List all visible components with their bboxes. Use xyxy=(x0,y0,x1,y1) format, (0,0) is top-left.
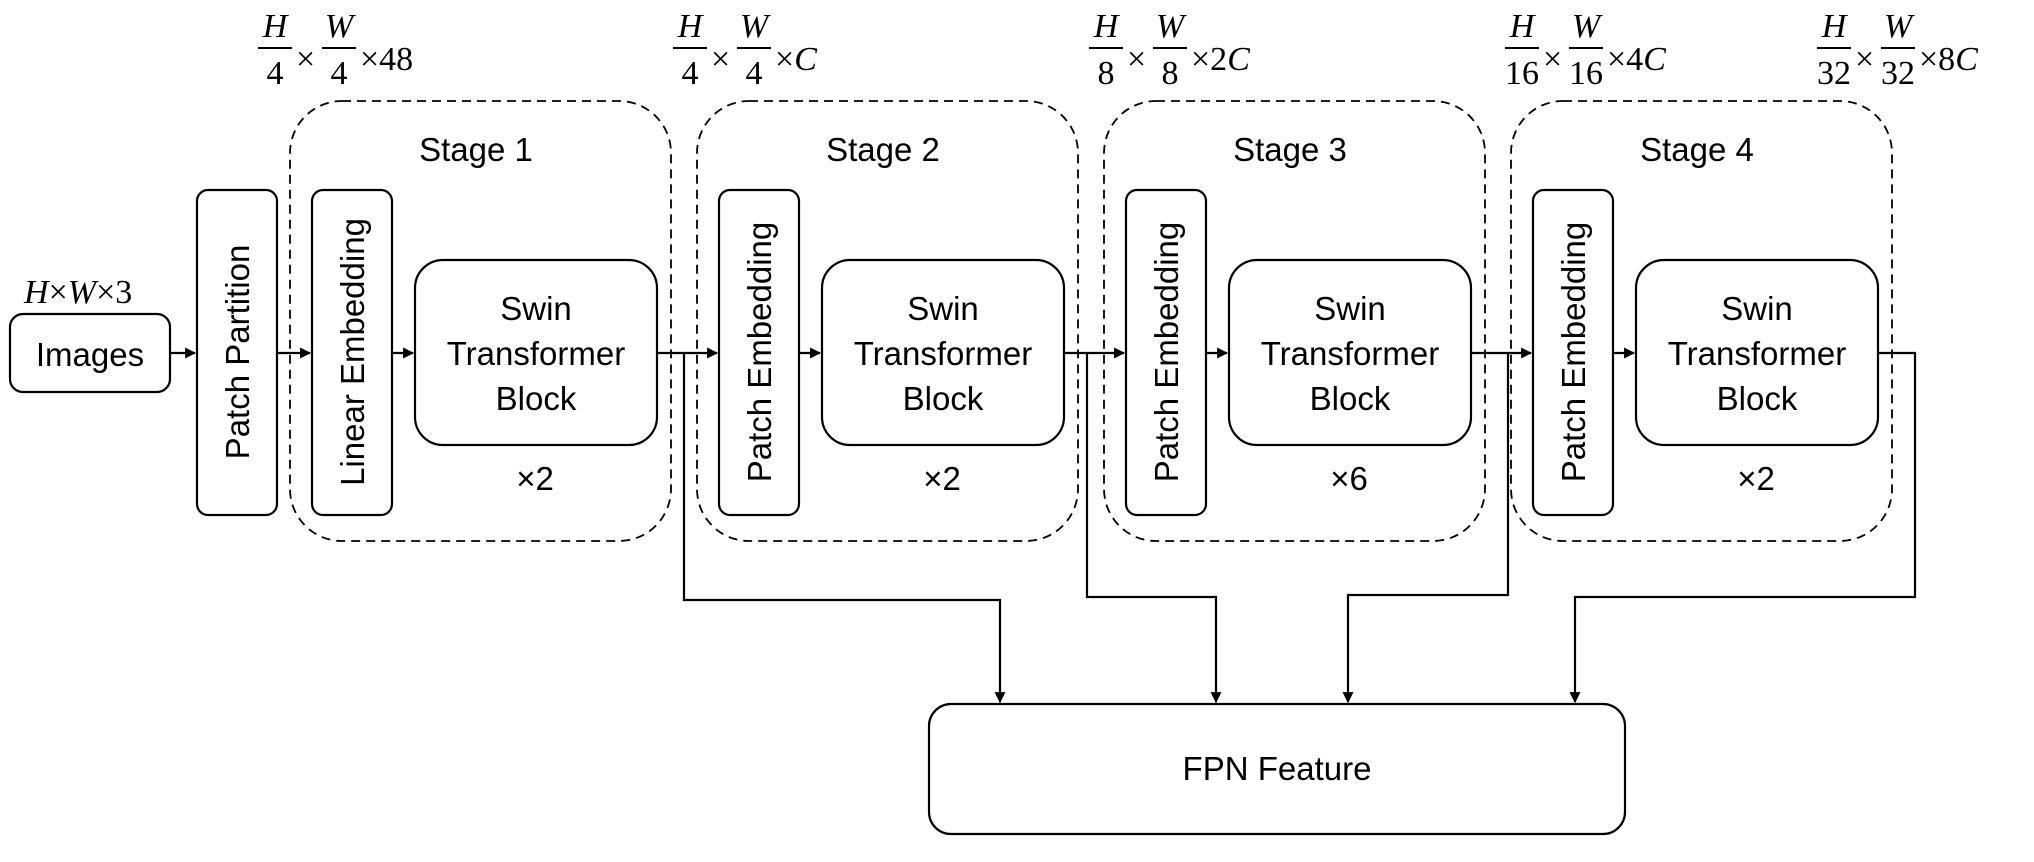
stage-2-block-line-2: Transformer xyxy=(854,335,1032,372)
dim-w-numerator: W xyxy=(1156,8,1187,45)
stage-3-title: Stage 3 xyxy=(1233,131,1347,168)
dim-h-numerator: H xyxy=(262,8,290,45)
dim-w-denominator: 4 xyxy=(331,55,348,92)
stage-4-embedding-label: Patch Embedding xyxy=(1555,222,1592,483)
svg-text:H×W×3: H×W×3 xyxy=(23,274,132,311)
dim-h-numerator: H xyxy=(1093,8,1121,45)
stage-4-block-line-2: Transformer xyxy=(1668,335,1846,372)
stage-3-container xyxy=(1103,100,1486,542)
dim-suffix: ×C xyxy=(775,41,817,78)
images-label: Images xyxy=(36,336,144,373)
stage-3-embedding-label: Patch Embedding xyxy=(1148,222,1185,483)
dim-h-denominator: 4 xyxy=(682,55,699,92)
dim-h-numerator: H xyxy=(1821,8,1849,45)
dim-h-denominator: 8 xyxy=(1098,55,1115,92)
dims-stage-3: H 8 × W 8 ×2C xyxy=(1089,8,1250,92)
stage-2-block-line-3: Block xyxy=(903,380,984,417)
dim-suffix: ×4C xyxy=(1607,41,1666,78)
dims-final: H32×W32×8C xyxy=(1817,8,1978,92)
stage-2-title: Stage 2 xyxy=(826,131,940,168)
dim-times-sign: × xyxy=(296,41,315,78)
stage-2-embedding-label: Patch Embedding xyxy=(741,222,778,483)
dim-suffix: ×48 xyxy=(360,41,413,78)
stage-3-block-line-3: Block xyxy=(1310,380,1391,417)
dim-w-denominator: 4 xyxy=(746,55,763,92)
stage-2-container xyxy=(696,100,1079,542)
connector-stage-3-to-fpn xyxy=(1342,353,1510,704)
patch-partition-label: Patch Partition xyxy=(219,245,256,460)
stage-1-block-line-2: Transformer xyxy=(447,335,625,372)
stage-1-embedding-label: Linear Embedding xyxy=(334,218,371,486)
connector-stage-4-to-fpn xyxy=(1569,351,1917,704)
dim-w-numerator: W xyxy=(1884,8,1915,45)
dim-h-numerator: H xyxy=(1509,8,1537,45)
dim-times-sign: × xyxy=(711,41,730,78)
stage-1-title: Stage 1 xyxy=(419,131,533,168)
stage-4-container xyxy=(1510,100,1893,542)
stage-4-repeat: ×2 xyxy=(1737,460,1775,497)
stage-3-block-line-1: Swin xyxy=(1314,290,1386,327)
stage-3-block-line-2: Transformer xyxy=(1261,335,1439,372)
stage-2-block-line-1: Swin xyxy=(907,290,979,327)
dims-stage-2: H 4 × W 4 ×C xyxy=(673,8,817,92)
dims-stage-1: H 4 × W 4 ×48 xyxy=(258,8,413,92)
stage-4-block-line-3: Block xyxy=(1717,380,1798,417)
stage-3-repeat: ×6 xyxy=(1330,460,1368,497)
connector-stage-2-to-fpn xyxy=(1085,353,1222,704)
input-shape-label: H×W×3 xyxy=(23,274,132,311)
dim-times-sign: × xyxy=(1543,41,1562,78)
stage-1-block-line-3: Block xyxy=(496,380,577,417)
dim-w-numerator: W xyxy=(740,8,771,45)
dim-h-denominator: 32 xyxy=(1817,55,1851,92)
dim-h-denominator: 4 xyxy=(267,55,284,92)
fpn-feature-label: FPN Feature xyxy=(1183,750,1372,787)
dim-w-numerator: W xyxy=(1572,8,1603,45)
fpn-feature-box xyxy=(927,702,1627,836)
dim-h-denominator: 16 xyxy=(1505,55,1539,92)
dim-h-numerator: H xyxy=(677,8,705,45)
connector-stage-1-to-fpn xyxy=(682,353,1006,704)
stage-1-container xyxy=(289,100,672,542)
stage-4-block-line-1: Swin xyxy=(1721,290,1793,327)
dim-times-sign: × xyxy=(1127,41,1146,78)
dim-w-denominator: 32 xyxy=(1881,55,1915,92)
dim-w-numerator: W xyxy=(325,8,356,45)
stage-1-block-line-1: Swin xyxy=(500,290,572,327)
dim-suffix: ×8C xyxy=(1919,41,1978,78)
stage-4-title: Stage 4 xyxy=(1640,131,1754,168)
dim-w-denominator: 16 xyxy=(1569,55,1603,92)
stage-2-repeat: ×2 xyxy=(923,460,961,497)
dim-suffix: ×2C xyxy=(1191,41,1250,78)
dims-stage-4: H16×W16×4C xyxy=(1505,8,1666,92)
dim-times-sign: × xyxy=(1855,41,1874,78)
dim-w-denominator: 8 xyxy=(1162,55,1179,92)
stage-1-repeat: ×2 xyxy=(516,460,554,497)
